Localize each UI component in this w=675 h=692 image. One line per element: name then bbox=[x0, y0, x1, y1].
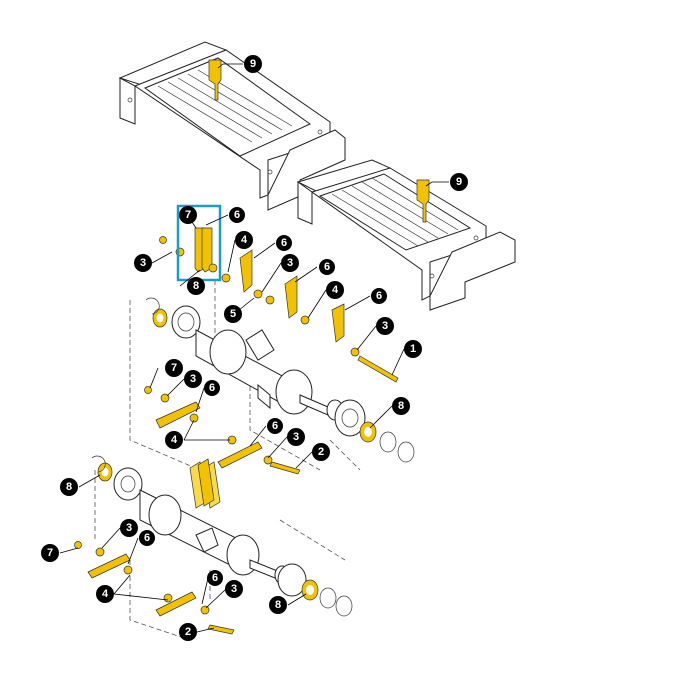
svg-text:2: 2 bbox=[318, 446, 324, 458]
svg-text:7: 7 bbox=[171, 362, 177, 374]
callout-7c: 7 bbox=[41, 544, 59, 562]
svg-text:2: 2 bbox=[185, 626, 191, 638]
callout-7a: 7 bbox=[179, 206, 197, 224]
callout-6c: 6 bbox=[319, 259, 335, 275]
callout-6g: 6 bbox=[139, 530, 155, 546]
callout-3c: 3 bbox=[376, 317, 394, 335]
callout-9b: 9 bbox=[450, 173, 468, 191]
callout-6d: 6 bbox=[371, 288, 387, 304]
callout-5: 5 bbox=[224, 305, 242, 323]
svg-text:6: 6 bbox=[234, 209, 240, 221]
callout-6e: 6 bbox=[204, 380, 220, 396]
upper-shaft-assembly bbox=[129, 280, 415, 471]
svg-text:3: 3 bbox=[293, 431, 299, 443]
svg-text:4: 4 bbox=[102, 588, 109, 600]
svg-text:8: 8 bbox=[193, 280, 199, 292]
callout-3g: 3 bbox=[225, 580, 243, 598]
lower-shaft-assembly bbox=[91, 455, 353, 641]
svg-text:6: 6 bbox=[209, 382, 215, 394]
upper-plates-and-bushings bbox=[159, 227, 399, 383]
svg-text:3: 3 bbox=[140, 257, 146, 269]
callout-8a: 8 bbox=[187, 277, 205, 295]
lower-bracket-frame bbox=[296, 159, 516, 311]
callout-7b: 7 bbox=[165, 359, 183, 377]
key-part-9-upper bbox=[208, 59, 222, 101]
svg-text:8: 8 bbox=[398, 400, 404, 412]
key-part-9-lower bbox=[416, 179, 430, 223]
svg-text:4: 4 bbox=[171, 434, 178, 446]
svg-text:1: 1 bbox=[410, 343, 416, 355]
callout-6h: 6 bbox=[207, 570, 223, 586]
callout-8c: 8 bbox=[60, 478, 78, 496]
mid-plates bbox=[144, 386, 301, 475]
svg-text:3: 3 bbox=[190, 373, 196, 385]
callout-3f: 3 bbox=[120, 519, 138, 537]
callout-3e: 3 bbox=[287, 428, 305, 446]
leader-lines bbox=[59, 63, 449, 633]
svg-text:8: 8 bbox=[275, 599, 281, 611]
callout-4b: 4 bbox=[326, 281, 344, 299]
svg-text:6: 6 bbox=[376, 290, 382, 302]
callout-8d: 8 bbox=[269, 596, 287, 614]
callout-9a: 9 bbox=[244, 55, 262, 73]
callout-4d: 4 bbox=[96, 585, 114, 603]
callout-2a: 2 bbox=[312, 443, 330, 461]
svg-text:6: 6 bbox=[144, 532, 150, 544]
svg-text:3: 3 bbox=[382, 320, 388, 332]
callout-6b: 6 bbox=[276, 235, 292, 251]
svg-text:6: 6 bbox=[272, 420, 278, 432]
callout-3b: 3 bbox=[281, 254, 299, 272]
svg-text:8: 8 bbox=[66, 481, 72, 493]
svg-text:3: 3 bbox=[231, 583, 237, 595]
svg-text:9: 9 bbox=[456, 176, 462, 188]
svg-text:6: 6 bbox=[324, 261, 330, 273]
callout-8b: 8 bbox=[392, 397, 410, 415]
svg-text:6: 6 bbox=[212, 572, 218, 584]
callout-1: 1 bbox=[404, 340, 422, 358]
svg-text:7: 7 bbox=[47, 547, 53, 559]
svg-text:5: 5 bbox=[230, 308, 236, 320]
callout-4c: 4 bbox=[165, 431, 183, 449]
svg-text:4: 4 bbox=[241, 234, 248, 246]
callout-3d: 3 bbox=[184, 370, 202, 388]
svg-text:3: 3 bbox=[287, 257, 293, 269]
callout-2b: 2 bbox=[179, 623, 197, 641]
svg-text:3: 3 bbox=[126, 522, 132, 534]
svg-text:9: 9 bbox=[250, 58, 256, 70]
callout-4a: 4 bbox=[235, 231, 253, 249]
svg-text:7: 7 bbox=[185, 209, 191, 221]
callout-6f: 6 bbox=[267, 418, 283, 434]
callout-3a: 3 bbox=[134, 254, 152, 272]
svg-text:4: 4 bbox=[332, 284, 339, 296]
callout-6a: 6 bbox=[229, 207, 245, 223]
svg-text:6: 6 bbox=[281, 237, 287, 249]
